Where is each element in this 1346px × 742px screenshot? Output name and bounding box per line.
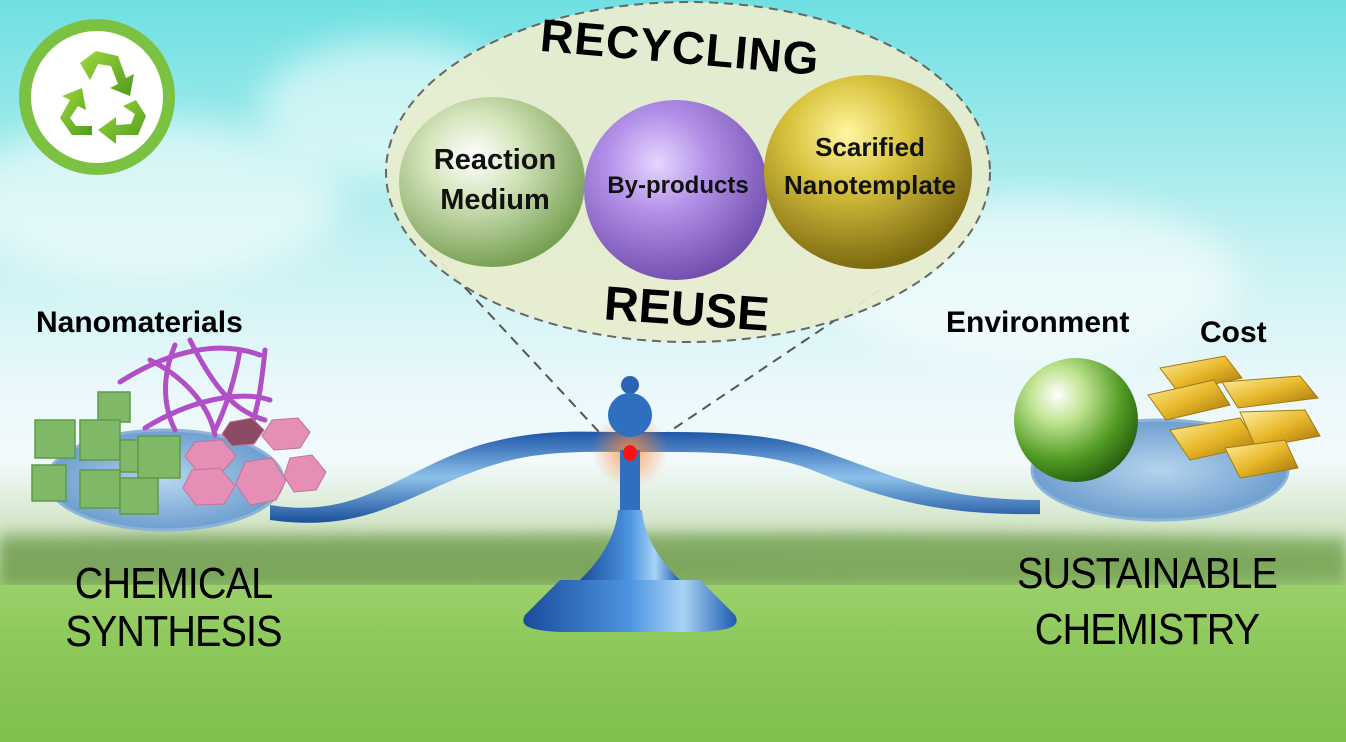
earth-globe xyxy=(1014,358,1138,482)
column-shaft xyxy=(620,450,640,510)
sphere-label-by-products: By-products xyxy=(588,172,768,200)
nanocube xyxy=(31,464,67,502)
sphere-label-line: Medium xyxy=(440,184,550,216)
hexagon-plate xyxy=(182,467,236,506)
gold-bar xyxy=(1159,355,1243,393)
caption-line: SUSTAINABLE xyxy=(1016,549,1278,598)
fulcrum-point xyxy=(623,445,637,461)
nanowire xyxy=(212,347,243,433)
nanocube xyxy=(137,435,181,479)
environment-label: Environment xyxy=(946,306,1130,339)
finial-top xyxy=(621,376,639,394)
nanocube xyxy=(119,477,159,515)
finial-ball xyxy=(608,393,652,437)
nanomaterials-label: Nanomaterials xyxy=(36,306,243,339)
caption-line: SYNTHESIS xyxy=(65,607,282,656)
gold-bar xyxy=(1147,379,1231,421)
nanoplates xyxy=(182,417,327,506)
balance-beam xyxy=(270,431,1040,523)
gold-bars xyxy=(1147,355,1321,479)
sphere-label-line: Scarified xyxy=(815,132,925,162)
scale-base xyxy=(523,580,737,632)
nanowires xyxy=(117,337,273,438)
sphere-label-line: Nanotemplate xyxy=(784,170,956,200)
gold-bar xyxy=(1221,375,1319,409)
recycle-icon xyxy=(19,19,175,175)
hexagon-plate xyxy=(235,457,287,506)
nanocube xyxy=(79,419,121,461)
sphere-label-line: By-products xyxy=(607,172,749,199)
sphere-label-line: Reaction xyxy=(433,144,557,176)
hexagon-plate xyxy=(184,439,237,471)
nanocube xyxy=(34,419,76,459)
sphere-label-reaction-medium: Reaction Medium xyxy=(410,140,580,220)
caption-line: CHEMICAL xyxy=(74,559,273,608)
nanowire xyxy=(163,342,178,433)
chemical-synthesis-caption: CHEMICAL SYNTHESIS xyxy=(34,560,313,656)
nanowire xyxy=(147,357,218,438)
sphere-by-products xyxy=(584,100,768,280)
sphere-reaction-medium xyxy=(399,97,585,267)
nanocube xyxy=(79,469,121,509)
sustainable-chemistry-caption: SUSTAINABLE CHEMISTRY xyxy=(976,550,1318,654)
sphere-scarified-nanotemplate xyxy=(764,75,972,269)
nanocube xyxy=(97,391,131,423)
callout-line-left xyxy=(429,249,613,447)
gold-bar xyxy=(1239,409,1321,449)
hexagon-plate xyxy=(261,417,311,451)
nanocubes xyxy=(31,391,181,515)
hexagon-plate xyxy=(221,417,265,447)
caption-line: CHEMISTRY xyxy=(1034,605,1260,654)
recycle-badge xyxy=(18,18,176,176)
gold-bar xyxy=(1224,439,1299,479)
sphere-label-scarified-nanotemplate: Scarified Nanotemplate xyxy=(762,128,978,204)
callout-line-right xyxy=(647,289,881,447)
column-flare xyxy=(580,510,680,580)
hexagon-plate xyxy=(283,454,327,493)
cost-label: Cost xyxy=(1200,316,1267,349)
